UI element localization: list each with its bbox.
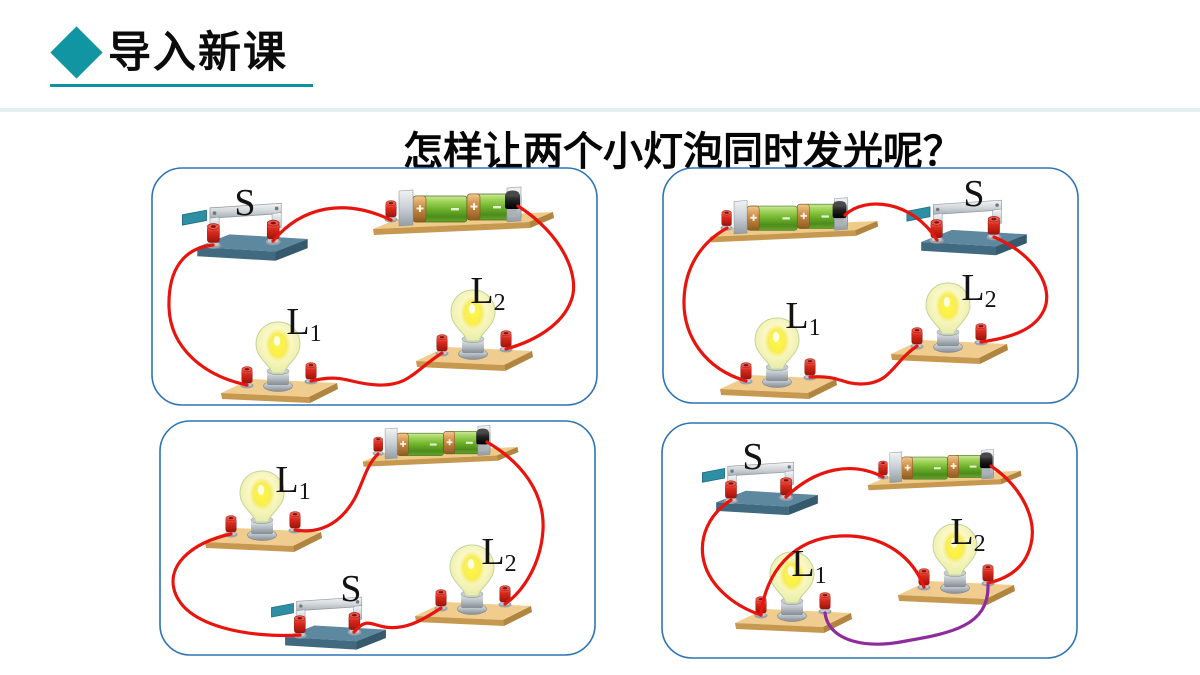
wire-battery-to-lamp2 xyxy=(986,464,1034,585)
lamp2-label: L2 xyxy=(481,531,516,577)
wire-lamp1-to-lamp2 xyxy=(759,534,926,617)
lamp1-label: L1 xyxy=(275,459,310,505)
switch-label: S xyxy=(234,182,255,224)
wire-lamp2-to-lamp1 xyxy=(808,344,919,386)
wire-battery-to-lamp2 xyxy=(504,204,576,351)
wire-purple-lamp1-to-lamp2 xyxy=(823,583,990,646)
question-text: 怎样让两个小灯泡同时发光呢？ xyxy=(403,130,963,174)
lamp2-label: L2 xyxy=(470,270,505,316)
wire-switch-to-lamp1 xyxy=(171,532,302,638)
slide-header: 导入新课 xyxy=(0,0,1200,108)
section-title: 导入新课 xyxy=(108,29,288,77)
lamp2-label: L2 xyxy=(961,267,996,313)
switch-label: S xyxy=(742,436,763,478)
wire-switch-to-battery xyxy=(271,206,393,243)
switch-label: S xyxy=(963,173,984,215)
circuit-panel-bottom-left: L1 S L2 xyxy=(159,420,596,656)
wire-lamp2-to-switch xyxy=(352,606,443,634)
lamp2-label: L2 xyxy=(950,511,985,557)
switch-label: S xyxy=(340,568,361,610)
circuit-panel-top-left: S L1 L2 xyxy=(151,167,598,406)
wire-lamp1-to-battery xyxy=(682,226,748,383)
panel-border xyxy=(151,167,598,406)
lamp1-label: L1 xyxy=(286,301,321,347)
title-underline xyxy=(50,84,313,87)
wire-lamp1-to-switch xyxy=(167,243,249,387)
wire-battery-to-switch xyxy=(843,202,939,242)
panel-border xyxy=(661,422,1078,659)
wire-switch-to-battery xyxy=(784,467,885,499)
circuit-panel-bottom-right: S L1 L2 xyxy=(661,422,1078,659)
header-divider xyxy=(0,108,1200,112)
wire-switch-to-lamp1 xyxy=(700,498,763,617)
wire-lamp1-to-battery xyxy=(293,452,380,533)
circuit-panel-top-right: S L1 L2 xyxy=(662,167,1079,404)
wire-switch-to-lamp2 xyxy=(979,235,1049,344)
lamp1-label: L1 xyxy=(791,543,826,589)
wire-battery-to-lamp2 xyxy=(485,440,545,606)
wire-lamp2-to-lamp1 xyxy=(309,351,444,387)
lamp1-label: L1 xyxy=(785,295,820,341)
